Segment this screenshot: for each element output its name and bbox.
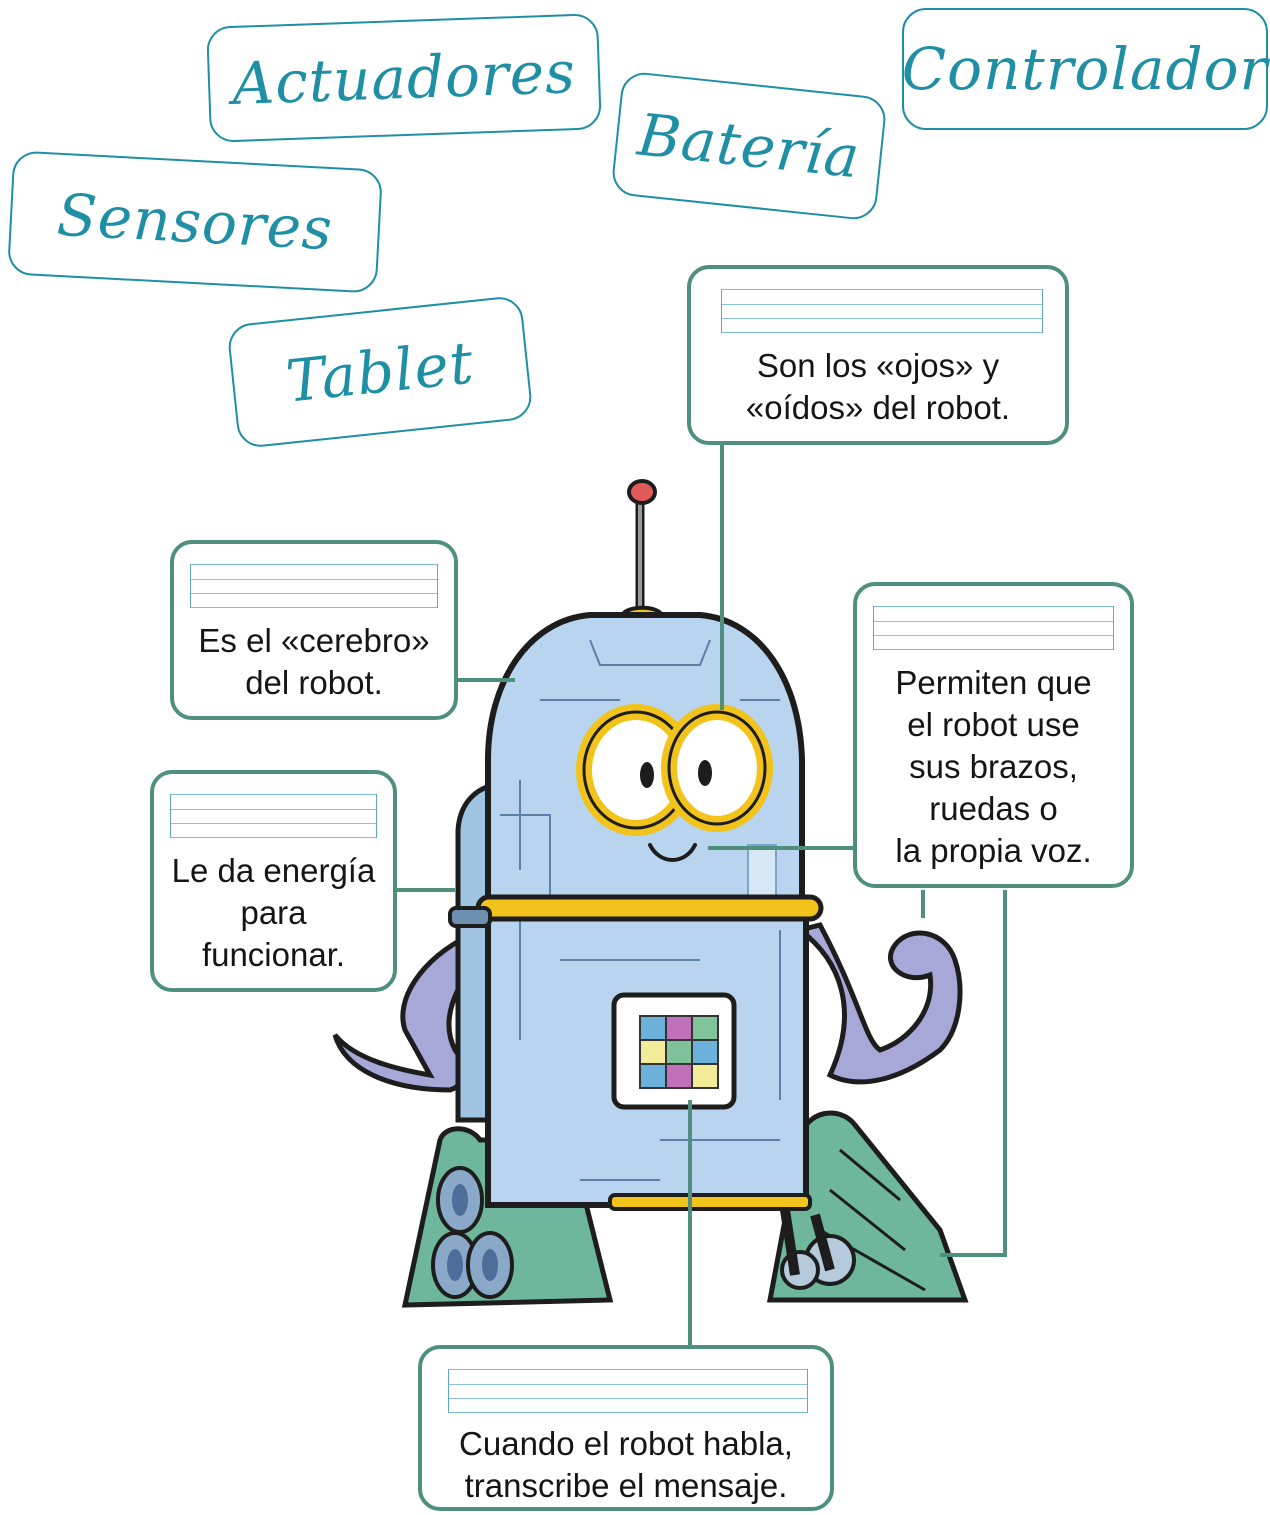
robot-eyes (576, 704, 773, 836)
waist-band (475, 894, 824, 922)
description-line: la propia voz. (895, 832, 1092, 869)
description-line: ruedas o (929, 790, 1058, 827)
robot-mouth (648, 843, 697, 862)
description-line: Permiten que (895, 664, 1092, 701)
word-card-actuadores[interactable]: Actuadores (206, 13, 602, 143)
description-text: Permiten que el robot use sus brazos, ru… (863, 662, 1124, 872)
description-box-bateria: Le da energía para funcionar. (150, 770, 397, 992)
description-line: para (240, 894, 307, 931)
description-line: Es el «cerebro» (198, 622, 430, 659)
description-box-tablet: Cuando el robot habla, transcribe el men… (418, 1345, 834, 1511)
answer-writing-lines[interactable] (190, 564, 438, 608)
description-text: Es el «cerebro» del robot. (180, 620, 448, 704)
description-text: Cuando el robot habla, transcribe el men… (428, 1423, 824, 1507)
left-track (401, 1126, 614, 1308)
description-line: Le da energía (171, 852, 376, 889)
description-line: transcribe el mensaje. (464, 1467, 788, 1504)
word-card-controlador[interactable]: Controlador (902, 8, 1268, 130)
chest-screen-icon (611, 992, 737, 1110)
description-text: Son los «ojos» y «oídos» del robot. (697, 345, 1059, 429)
description-line: «oídos» del robot. (745, 389, 1011, 426)
description-line: Son los «ojos» y (756, 347, 1000, 384)
description-box-sensores: Son los «ojos» y «oídos» del robot. (687, 265, 1069, 445)
answer-writing-lines[interactable] (448, 1369, 808, 1413)
description-box-controlador: Es el «cerebro» del robot. (170, 540, 458, 720)
description-line: sus brazos, (909, 748, 1078, 785)
description-text: Le da energía para funcionar. (160, 850, 387, 976)
description-line: Cuando el robot habla, (459, 1425, 793, 1462)
description-box-actuadores: Permiten que el robot use sus brazos, ru… (853, 582, 1134, 888)
description-line: funcionar. (201, 936, 346, 973)
right-arm (794, 922, 963, 1085)
answer-writing-lines[interactable] (721, 289, 1043, 333)
left-arm (332, 931, 483, 1093)
answer-writing-lines[interactable] (170, 794, 377, 838)
antenna-icon (619, 479, 665, 618)
description-line: el robot use (907, 706, 1080, 743)
description-line: del robot. (245, 664, 383, 701)
word-card-sensores[interactable]: Sensores (7, 150, 383, 294)
answer-writing-lines[interactable] (873, 606, 1114, 650)
connector-lines (397, 445, 1007, 1348)
